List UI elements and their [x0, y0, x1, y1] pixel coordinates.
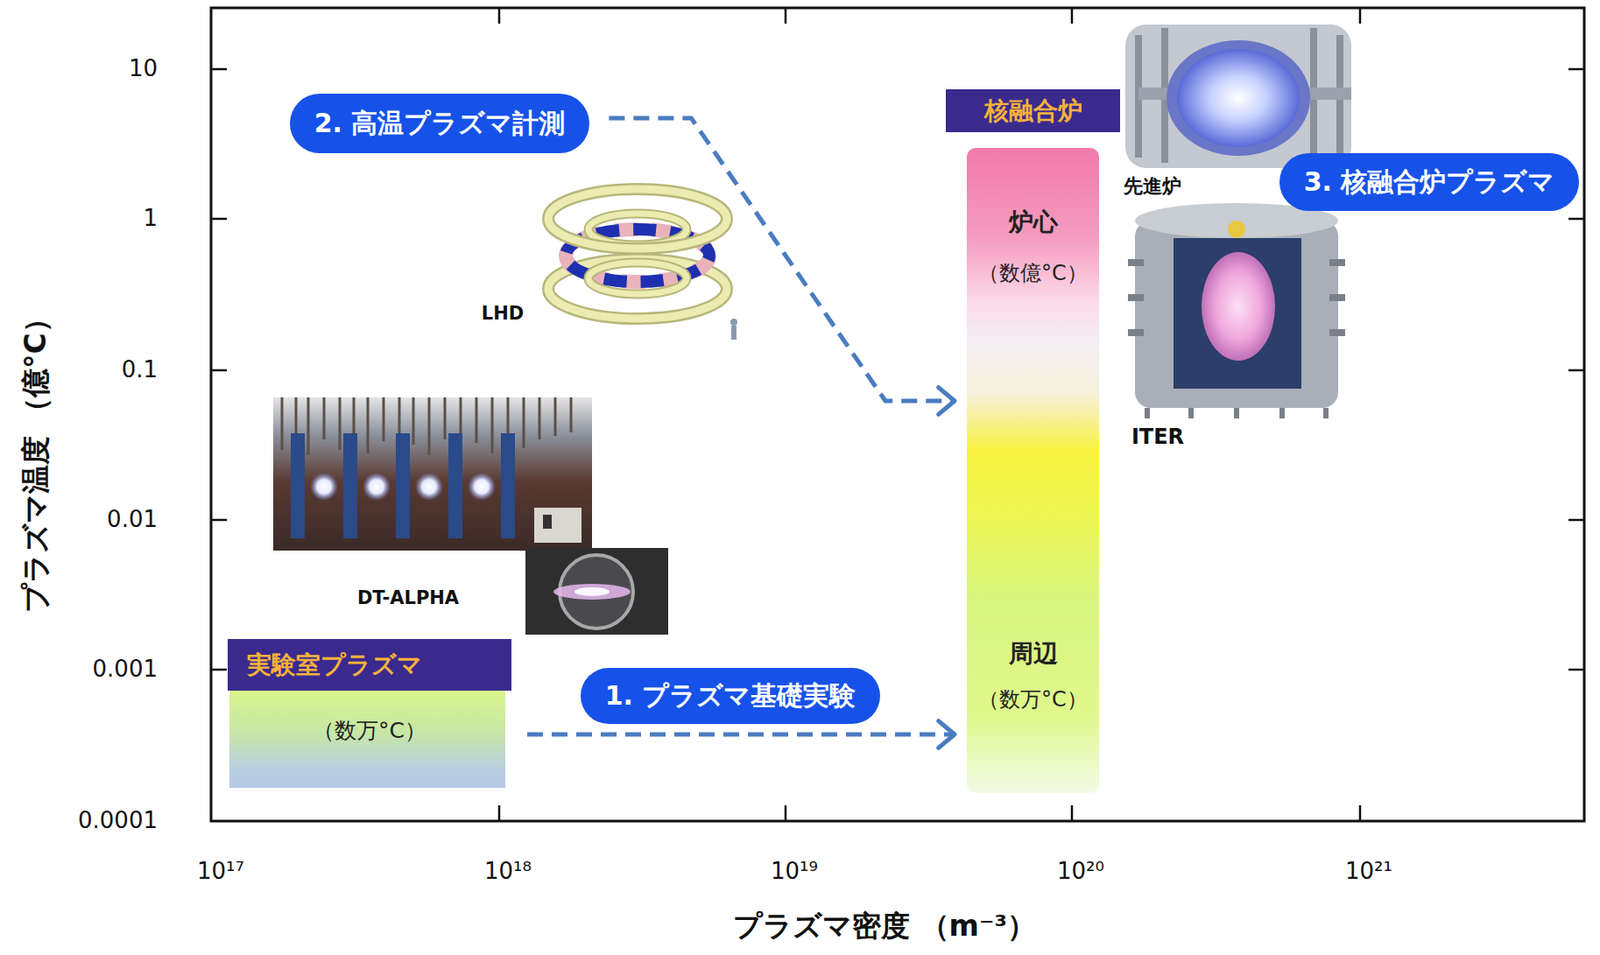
tick-label: 10²⁰ — [1057, 858, 1105, 886]
iter-illustration — [1127, 203, 1346, 419]
tick-label: 10¹⁸ — [484, 858, 532, 886]
tick-label: 10¹⁹ — [770, 858, 818, 886]
edge-label-pill: 1. プラズマ基礎実験 — [580, 668, 882, 725]
region-header: 実験室プラズマ — [227, 639, 512, 691]
tick-label: 0.0001 — [77, 807, 158, 835]
lab-plasma-region: 実験室プラズマ （数万°C） — [227, 639, 512, 789]
dashed-connector — [608, 118, 955, 402]
dt-alpha-plasma-photo — [525, 548, 669, 635]
task-pill: 2. 高温プラズマ計測 — [289, 93, 591, 154]
zone-name: 周辺 — [1008, 637, 1058, 671]
dashed-connector — [527, 733, 955, 738]
tick-label: 10¹⁷ — [197, 858, 245, 886]
axis-ticks — [211, 7, 1585, 822]
tick-label: 10²¹ — [1345, 858, 1393, 886]
tick-label: 1 — [142, 204, 158, 233]
axis-title: プラズマ密度 （m⁻³） — [733, 909, 1037, 945]
device-name: DT-ALPHA — [357, 587, 459, 610]
device-name: LHD — [481, 303, 524, 325]
lhd-illustration — [548, 189, 738, 340]
fusion-plasma-column: 核融合炉炉心（数億°C）周辺（数万°C） — [966, 148, 1100, 794]
task-pill: 3. 核融合炉プラズマ — [1279, 153, 1580, 212]
pill-text: 3. 核融合炉プラズマ — [1303, 166, 1556, 198]
tick-label: 0.001 — [92, 655, 158, 684]
device-name: ITER — [1131, 424, 1185, 451]
pill-text: 2. 高温プラズマ計測 — [314, 107, 566, 139]
advanced-reactor-illustration — [1125, 24, 1352, 169]
dt-alpha-photo — [273, 397, 593, 551]
axis-title: プラズマ温度 （億°C） — [18, 303, 54, 614]
temperature-note: （数万°C） — [978, 685, 1088, 714]
tick-label: 0.1 — [121, 356, 158, 384]
region-header: 核融合炉 — [945, 89, 1121, 133]
arrowhead — [938, 387, 955, 416]
temperature-note: （数万°C） — [312, 716, 427, 746]
tick-label: 0.01 — [106, 506, 158, 534]
zone-name: 炉心 — [1008, 205, 1058, 240]
arrowhead — [938, 721, 955, 749]
device-name: 先進炉 — [1123, 175, 1182, 198]
plot-frame — [211, 7, 1585, 822]
temperature-note: （数億°C） — [978, 259, 1088, 288]
tick-label: 10 — [128, 55, 158, 83]
